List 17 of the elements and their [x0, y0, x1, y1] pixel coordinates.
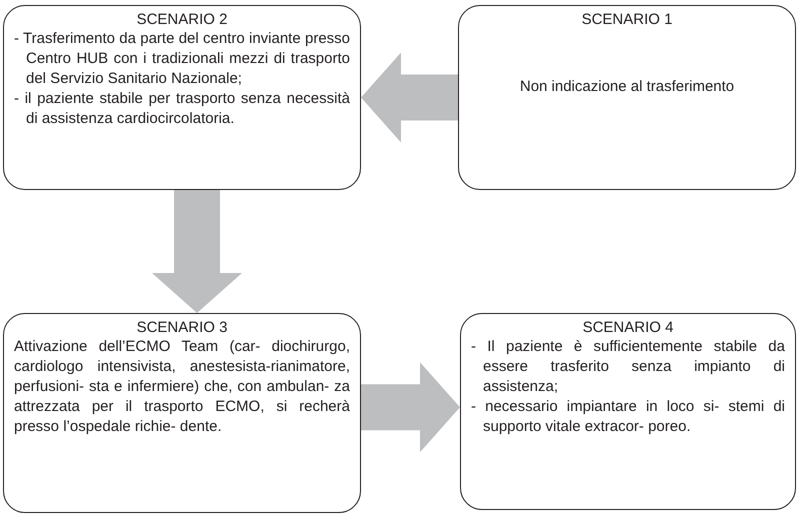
scenario-box	[460, 313, 796, 510]
scenario-heading: SCENARIO 4	[582, 318, 674, 337]
scenario-text: - Il paziente è sufficientemente stabile da essere trasferito senza impianto di assistenza;	[471, 337, 785, 397]
scenario-heading: SCENARIO 2	[136, 10, 228, 29]
scenario-heading: SCENARIO 3	[136, 318, 228, 337]
scenario-box	[3, 313, 361, 513]
scenario-box	[3, 5, 361, 190]
scenario-text: Non indicazione al trasferimento	[518, 77, 736, 97]
scenario-heading: SCENARIO 1	[580, 10, 674, 29]
block-arrow	[152, 190, 242, 313]
block-arrow	[361, 362, 460, 452]
scenario-text: - necessario impiantare in loco si- stemi di supporto vitale extracor- poreo.	[471, 397, 785, 437]
scenario-text: - Trasferimento da parte del centro inviante presso Centro HUB con i tradizionali mezzi di trasporto del Servizio Sanitario Nazionale;	[14, 29, 350, 89]
scenario-text: Attivazione dell’ECMO Team (car- diochirurgo, cardiologo intensivista, anestesista-rianimatore, perfusioni- sta e infermiere) che, con ambulan- za attrezzata per il trasporto ECMO, si recherà presso l’ospedale richie- dente.	[14, 337, 350, 437]
scenario-text: - il paziente stabile per trasporto senza necessità di assistenza cardiocircolatoria.	[14, 89, 350, 129]
block-arrow	[361, 52, 458, 142]
scenario-box	[458, 5, 796, 190]
